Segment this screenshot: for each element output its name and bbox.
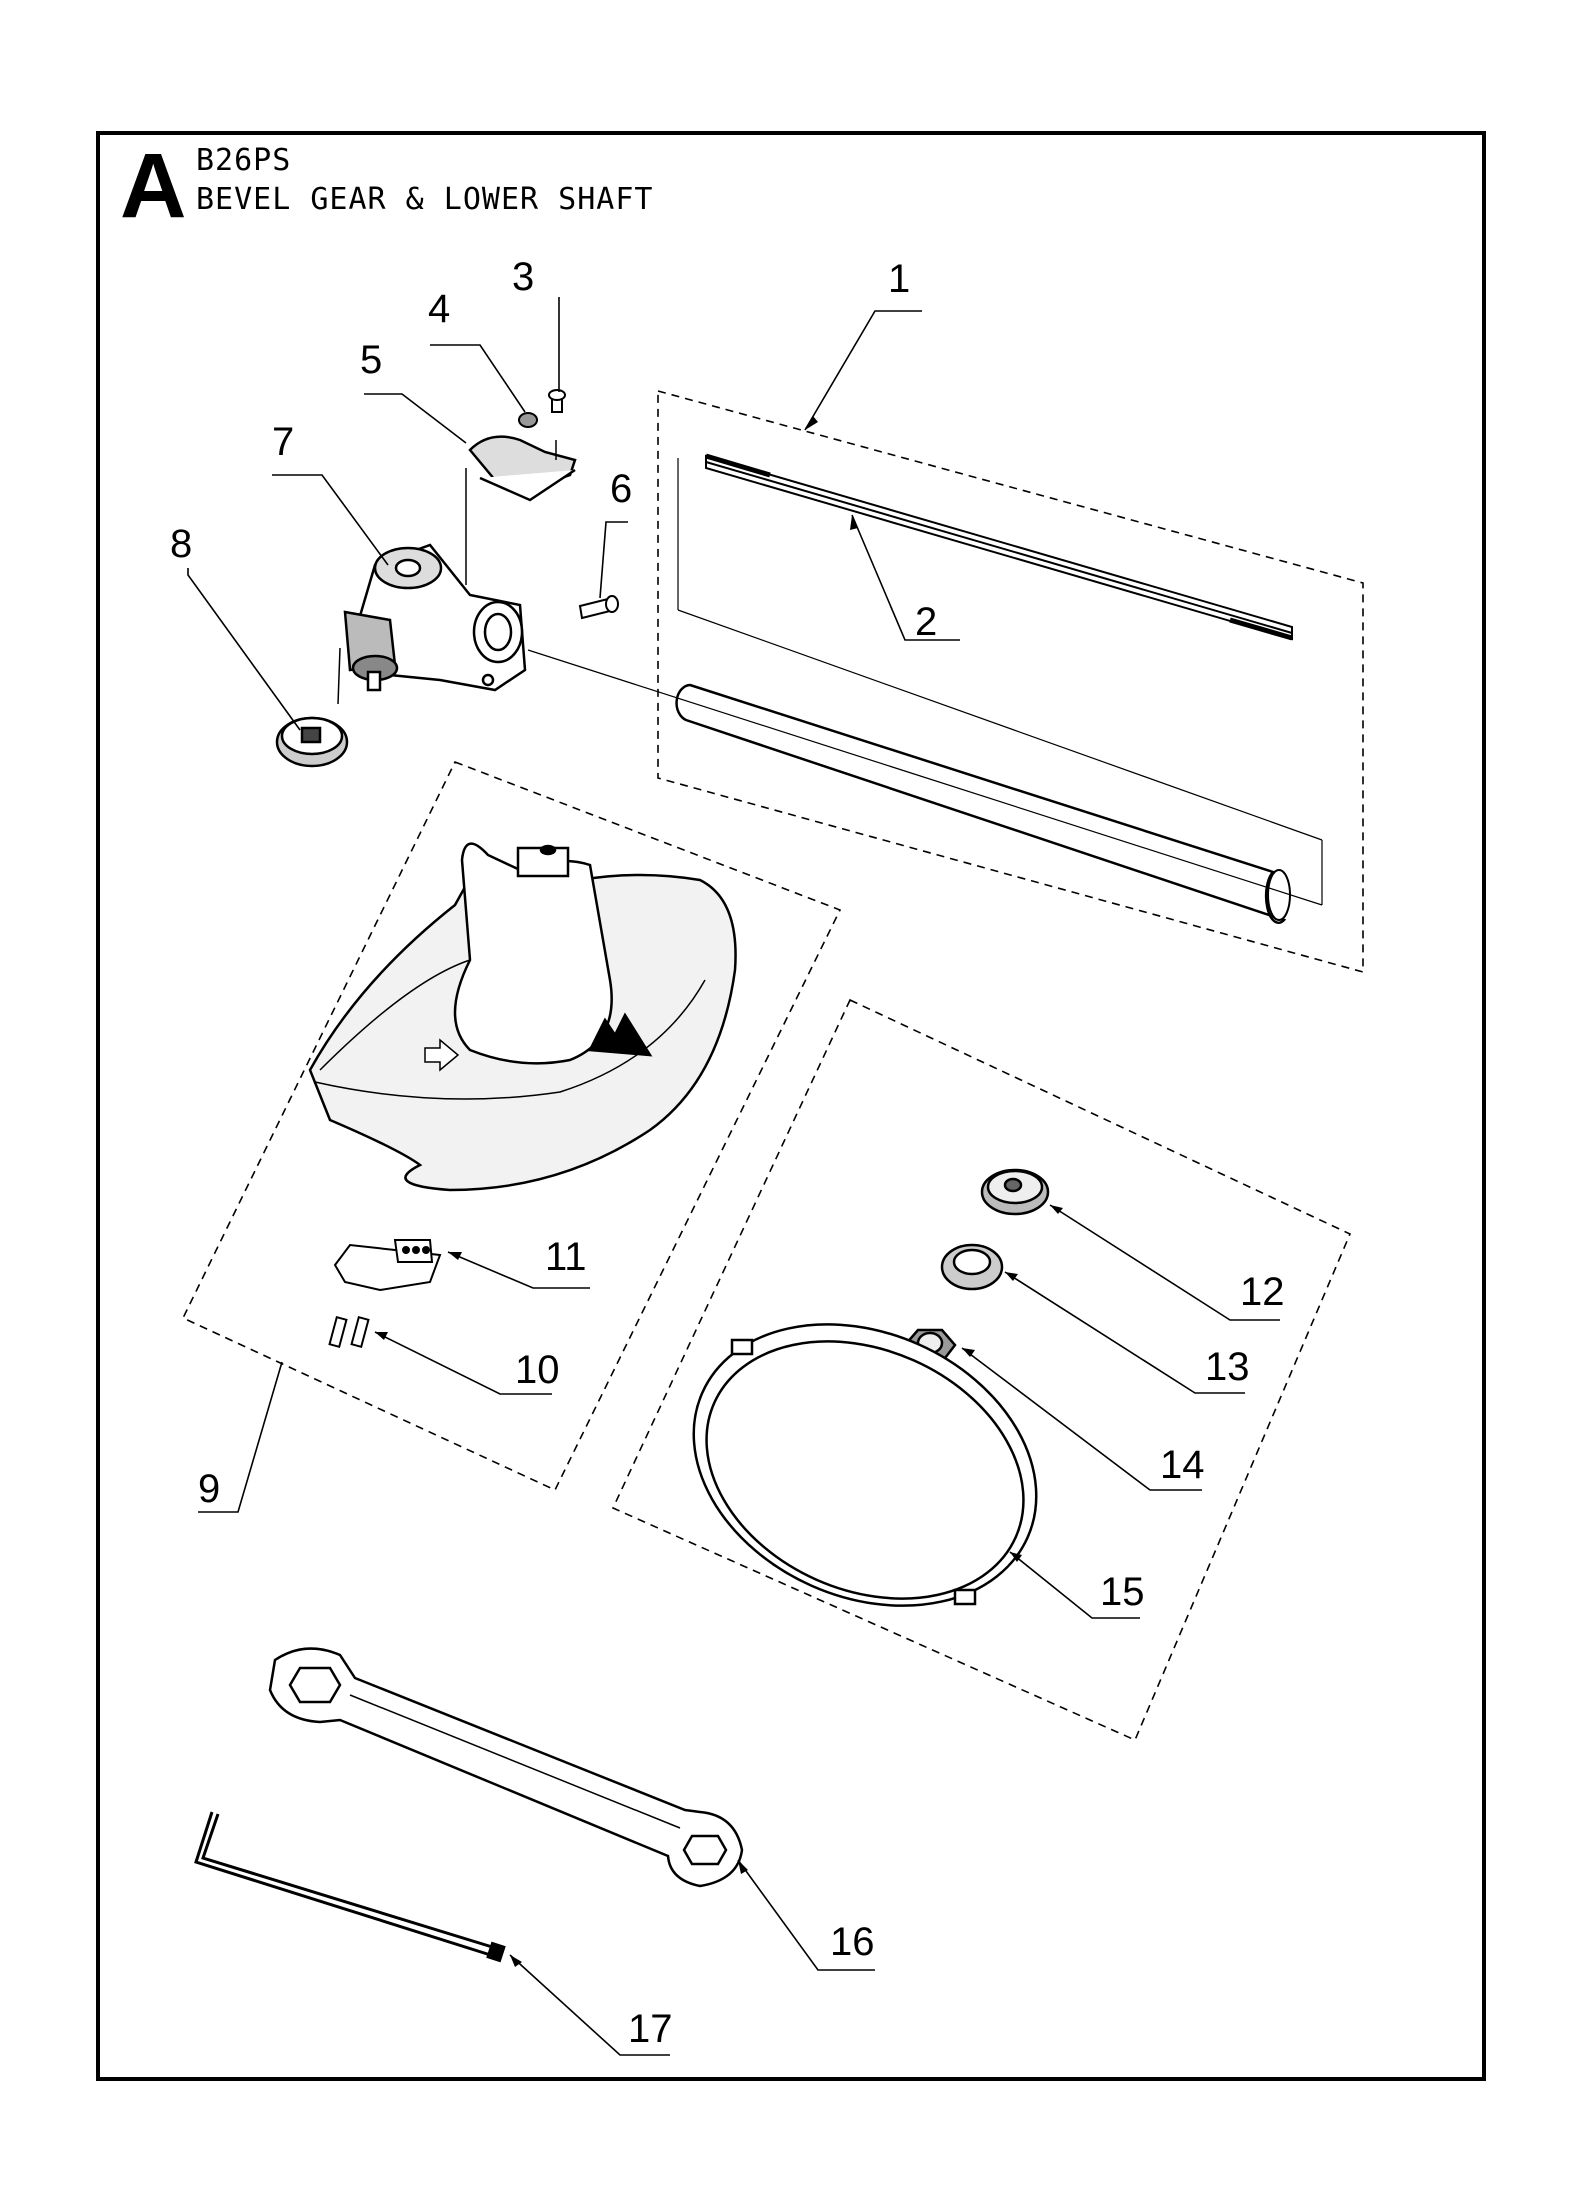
group-outlines: [181, 389, 1364, 1742]
callout-14: 14: [1160, 1443, 1205, 1487]
shaft-group-outline: [657, 389, 1364, 974]
leader-arrows: [375, 416, 1063, 1967]
callout-5: 5: [360, 338, 382, 382]
washer-icons: [903, 1168, 1050, 1364]
callout-6: 6: [610, 467, 632, 511]
callout-12: 12: [1240, 1270, 1285, 1314]
callout-7: 7: [272, 420, 294, 464]
callout-17: 17: [628, 2007, 673, 2051]
callout-15: 15: [1100, 1570, 1145, 1614]
hardware-group-outline: [611, 998, 1352, 1742]
bevel-gear-icon: [337, 543, 527, 705]
callout-16: 16: [830, 1920, 875, 1964]
flange-icon: [275, 716, 349, 768]
callout-13: 13: [1205, 1345, 1250, 1389]
callout-4: 4: [428, 287, 450, 331]
shaft-tube-icon: [675, 683, 1291, 925]
section-letter: A: [120, 135, 187, 237]
callout-3: 3: [512, 255, 534, 299]
screw-icons: [518, 389, 619, 620]
grass-guard-icon: [308, 842, 737, 1192]
callout-numbers: 1 2 3 4 5 6 7 8 9 10 11 12 13 14 15 16 1…: [170, 255, 1285, 2051]
guard-ring-icon: [692, 1323, 1038, 1607]
hex-key-icon: [194, 1811, 506, 1963]
callout-8: 8: [170, 522, 192, 566]
callout-2: 2: [915, 600, 937, 644]
blade-bracket-icon: [328, 1239, 442, 1349]
clamp-icon: [465, 435, 577, 585]
callout-11: 11: [545, 1235, 587, 1279]
spanner-icon: [268, 1647, 744, 1888]
leader-lines: [187, 297, 1280, 2056]
model-code: B26PS: [196, 143, 292, 178]
diagram-title: BEVEL GEAR & LOWER SHAFT: [196, 182, 654, 217]
callout-9: 9: [198, 1467, 220, 1511]
callout-1: 1: [888, 257, 910, 301]
drive-shaft-icon: [705, 453, 1293, 641]
diagram-frame: [96, 131, 1486, 2081]
callout-10: 10: [515, 1348, 560, 1392]
